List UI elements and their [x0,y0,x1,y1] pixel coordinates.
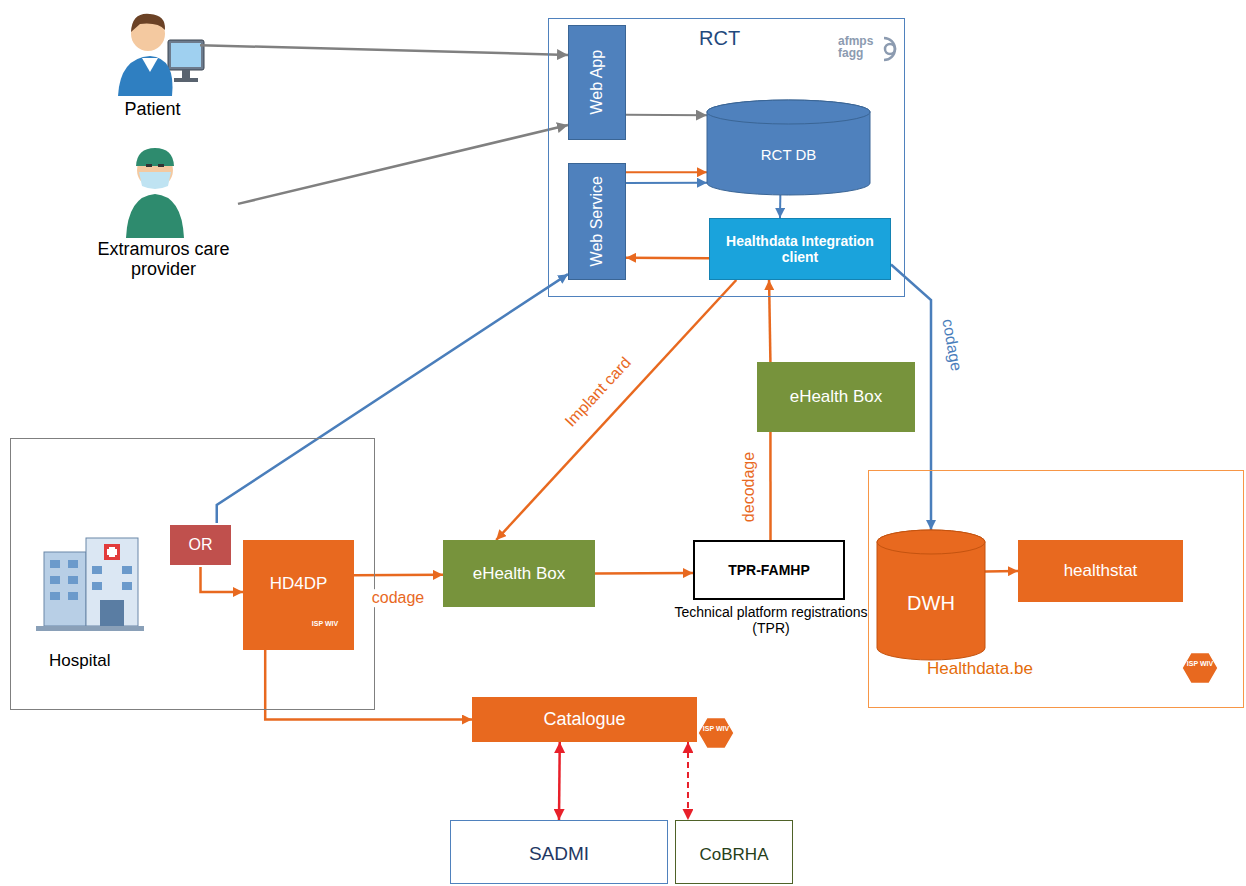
logo-badge: ISP WIV [700,725,732,732]
connector [200,45,568,55]
node-label: healthstat [1064,561,1138,581]
logo-badge: ISP WIV [1184,660,1216,667]
node-label: Patient [124,99,180,120]
node-label: eHealth Box [473,564,566,584]
actor: Extramuros care provider [89,140,238,282]
node-caption: Technical platform registrations (TPR) [661,604,881,636]
actor: Patient [105,2,200,122]
process-box: HD4DP [243,540,354,650]
connector [238,125,568,204]
surgeon-icon [126,148,184,238]
frame-title: RCT [699,27,740,50]
hospital-icon [36,538,144,631]
afmps-logo [884,38,895,60]
connector [496,280,736,540]
connector [626,171,707,173]
cylinder-top [877,530,985,554]
connector [687,742,689,820]
platform-box: TPR-FAMHPTechnical platform registration… [693,540,845,600]
process-box: Healthdata Integration client [709,218,891,280]
database-cylinder: RCT DB [707,100,870,195]
connector [217,274,568,523]
node-label: Web App [588,50,606,115]
component-box: Web App [568,25,626,140]
connector [201,567,244,592]
node-label: eHealth Box [790,387,883,407]
cylinder-body [707,100,870,195]
edge-label: codage [369,589,428,607]
logo-badge: ISP WIV [309,620,341,627]
org-frame: Healthdata.be DWH healthstat [868,470,1244,708]
connector [769,432,772,540]
connector [779,195,781,218]
system-frame: RCT Web AppRCT DB Web ServiceHealthdata In… [548,18,905,297]
source-box: CoBRHA [675,820,793,884]
node-label: HD4DP [270,574,328,594]
or-box: OR [168,523,233,567]
edge-label: decodage [740,449,758,525]
node-label: Healthdata Integration client [718,233,882,265]
connector [626,182,707,184]
edge-label: Implant card [559,352,636,433]
connector [558,742,561,820]
node-label: SADMI [529,843,589,865]
source-box: SADMI [450,820,668,884]
logo-text: afmps fagg [838,35,882,59]
node-label: CoBRHA [700,845,769,865]
connector [626,114,707,117]
connector [626,257,709,260]
frame-title: Healthdata.be [927,659,1033,679]
node-label: Catalogue [543,709,625,730]
node-label: Extramuros care provider [89,239,238,280]
node-label: Web Service [588,176,606,266]
node-label: TPR-FAMHP [728,562,810,578]
process-box: healthstat [1018,540,1183,602]
node-label: RCT DB [761,146,817,163]
mailbox-box: eHealth Box [757,362,915,432]
node-label: OR [189,536,213,554]
mailbox-box: eHealth Box [443,540,595,607]
connector [595,572,693,575]
process-box: Catalogue [472,697,697,742]
connector [354,574,443,577]
connector [985,570,1018,573]
cylinder-body [877,530,985,660]
database-cylinder: DWH [877,530,985,660]
connector [769,280,770,362]
site-frame: Hospital OR HD4DP [10,438,375,710]
patient-icon [118,14,204,96]
component-box: Web Service [568,163,626,280]
edge-label: codage [938,315,965,376]
node-label: DWH [907,592,955,615]
cylinder-top [707,100,870,124]
frame-title: Hospital [49,651,110,671]
